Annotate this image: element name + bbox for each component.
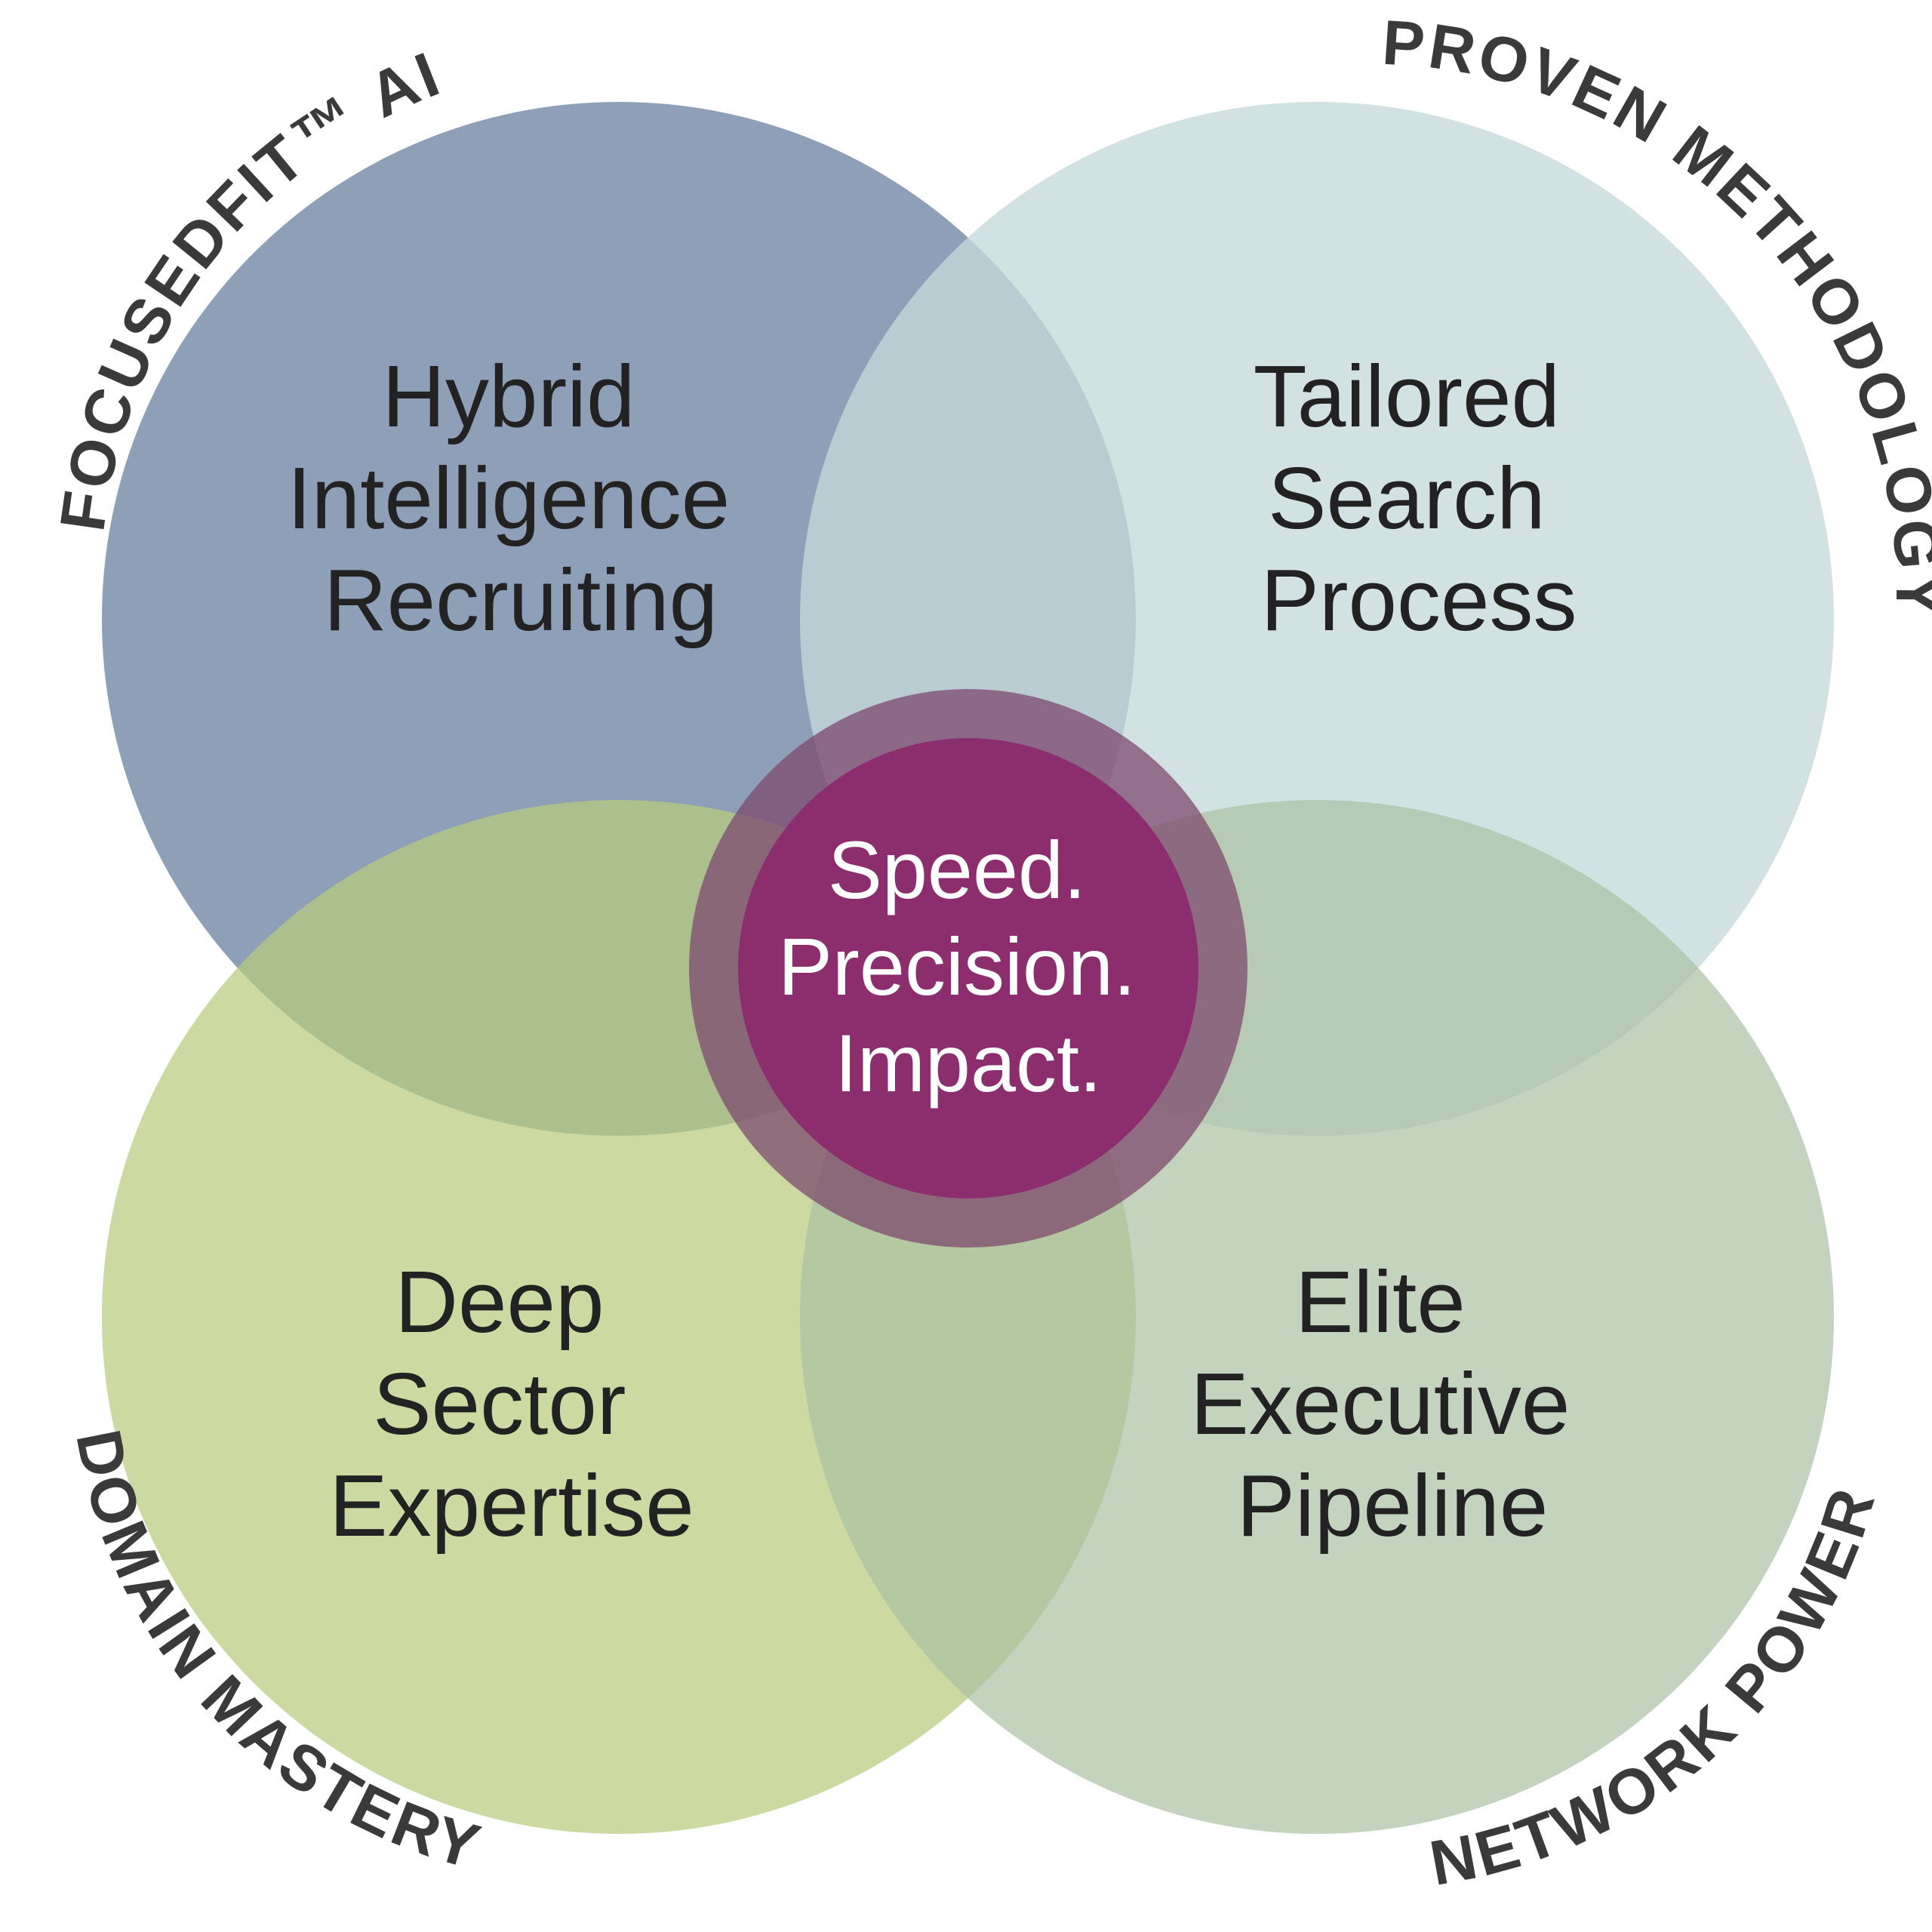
label-bottom-left-line-2: Sector xyxy=(373,1355,626,1453)
label-top-left-line-2: Intelligence xyxy=(287,449,730,547)
label-bottom-right-line-3: Pipeline xyxy=(1237,1457,1549,1555)
label-bottom-right-line-1: Elite xyxy=(1295,1253,1466,1351)
label-top-left-line-3: Recruiting xyxy=(324,551,718,649)
label-top-right: Tailored Search Process xyxy=(1254,347,1584,649)
center-label: Speed. Precision. Impact. xyxy=(778,824,1158,1109)
label-bottom-left: Deep Sector Expertise xyxy=(329,1253,694,1555)
center-target xyxy=(689,689,1247,1247)
label-top-right-line-2: Search xyxy=(1268,449,1546,547)
center-label-line-2: Precision. xyxy=(778,921,1136,1012)
label-bottom-right: Elite Executive Pipeline xyxy=(1190,1253,1594,1555)
label-bottom-right-line-2: Executive xyxy=(1190,1355,1570,1453)
label-top-left-line-1: Hybrid xyxy=(382,347,635,445)
label-top-right-line-3: Process xyxy=(1260,551,1577,649)
label-bottom-left-line-3: Expertise xyxy=(329,1457,694,1555)
label-top-right-line-1: Tailored xyxy=(1254,347,1560,445)
label-top-left: Hybrid Intelligence Recruiting xyxy=(287,347,754,649)
center-label-line-3: Impact. xyxy=(835,1017,1102,1109)
label-bottom-left-line-1: Deep xyxy=(395,1253,604,1351)
center-core xyxy=(738,738,1198,1198)
center-label-line-1: Speed. xyxy=(828,824,1086,915)
